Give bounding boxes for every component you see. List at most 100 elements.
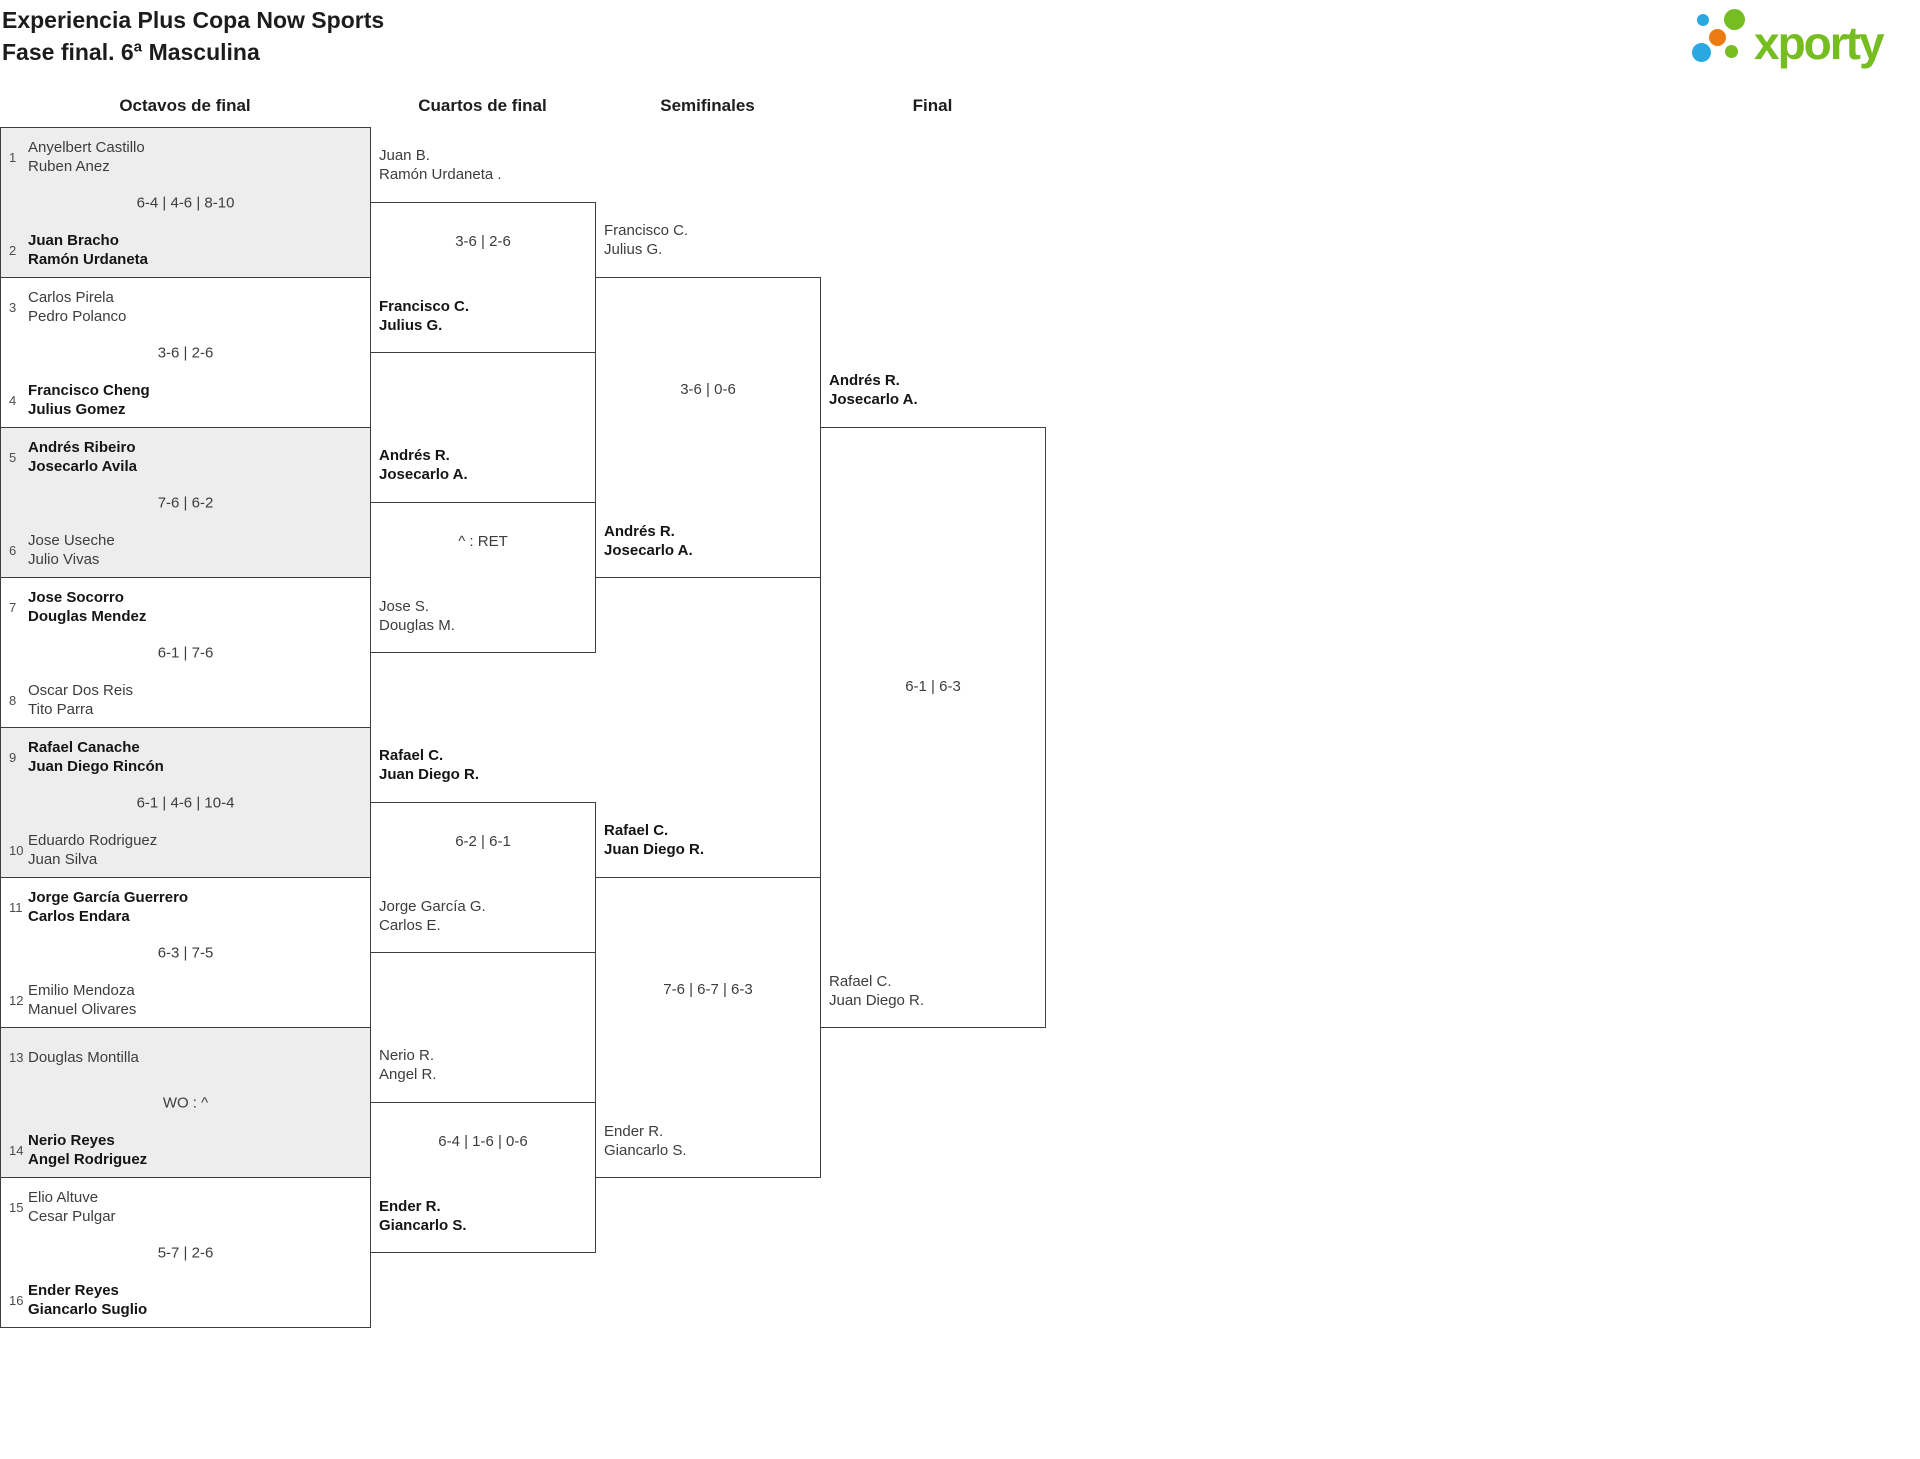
- team-name: Jose Socorro: [28, 589, 124, 606]
- team-names: Carlos Pirela Pedro Polanco: [28, 288, 126, 326]
- team-name: Jorge García Guerrero: [28, 889, 189, 906]
- match-score: ^ : RET: [458, 533, 508, 550]
- team-name: Manuel Olivares: [28, 1001, 137, 1018]
- seed-number: 11: [9, 899, 23, 915]
- seed-number: 13: [9, 1049, 24, 1065]
- team-name: Giancarlo S.: [379, 1217, 467, 1234]
- round-header-final: Final: [912, 96, 953, 115]
- team-name: Francisco C.: [604, 222, 689, 239]
- team-row: 2 Juan Bracho Ramón Urdaneta: [9, 229, 148, 271]
- team-row: 16 Ender Reyes Giancarlo Suglio: [9, 1279, 147, 1321]
- team-name: Andrés R.: [379, 447, 450, 464]
- team-row: 13 Douglas Montilla: [9, 1036, 139, 1078]
- team-row: 8 Oscar Dos Reis Tito Parra: [9, 679, 133, 721]
- team-row: 11 Jorge García Guerrero Carlos Endara: [9, 886, 188, 928]
- team-names: Juan Bracho Ramón Urdaneta: [28, 231, 148, 269]
- team-row: 5 Andrés Ribeiro Josecarlo Avila: [9, 436, 137, 478]
- logo-dot-green-large-icon: [1724, 9, 1745, 30]
- round-header-cuartos: Cuartos de final: [418, 96, 547, 115]
- team-names: Ender R. Giancarlo S.: [379, 1197, 467, 1235]
- logo-wordmark: xporty: [1754, 17, 1885, 69]
- team-row: 1 Anyelbert Castillo Ruben Anez: [9, 136, 145, 178]
- team-name: Francisco Cheng: [28, 382, 150, 399]
- team-names: Jose Socorro Douglas Mendez: [28, 588, 146, 626]
- xporty-logo[interactable]: xporty: [1690, 8, 1918, 72]
- team-name: Pedro Polanco: [28, 308, 127, 325]
- seed-number: 15: [9, 1199, 24, 1215]
- logo-dot-blue-large-icon: [1692, 43, 1711, 62]
- team-name: Ruben Anez: [28, 158, 110, 175]
- match-score: 6-1 | 7-6: [157, 644, 214, 661]
- match-octavos-4[interactable]: 7 Jose Socorro Douglas Mendez 6-1 | 7-6 …: [0, 577, 371, 728]
- match-octavos-6[interactable]: 11 Jorge García Guerrero Carlos Endara 6…: [0, 877, 371, 1028]
- match-cuartos-4[interactable]: Nerio R. Angel R. 6-4 | 1-6 | 0-6 Ender …: [370, 1047, 596, 1253]
- team-name: Tito Parra: [28, 701, 94, 718]
- team-name: Angel R.: [379, 1066, 437, 1083]
- team-name: Julius Gomez: [28, 401, 126, 418]
- team-name: Ender R.: [604, 1123, 664, 1140]
- seed-number: 6: [9, 542, 17, 558]
- page-title: Experiencia Plus Copa Now Sports Fase fi…: [2, 4, 384, 68]
- match-octavos-8[interactable]: 15 Elio Altuve Cesar Pulgar 5-7 | 2-6 16…: [0, 1177, 371, 1328]
- team-name: Angel Rodriguez: [28, 1151, 148, 1168]
- match-final[interactable]: Andrés R. Josecarlo A. 6-1 | 6-3 Rafael …: [820, 372, 1046, 1028]
- team-name: Josecarlo Avila: [28, 458, 137, 475]
- team-name: Ender R.: [379, 1198, 441, 1215]
- team-name: Juan Diego Rincón: [28, 758, 164, 775]
- team-name: Ender Reyes: [28, 1282, 119, 1299]
- logo-dot-green-small-icon: [1725, 45, 1738, 58]
- team-names: Douglas Montilla: [28, 1048, 139, 1067]
- match-score: 3-6 | 0-6: [680, 381, 736, 398]
- match-cuartos-3[interactable]: Rafael C. Juan Diego R. 6-2 | 6-1 Jorge …: [370, 747, 596, 953]
- team-name: Jorge García G.: [379, 898, 486, 915]
- match-semifinal-1[interactable]: Francisco C. Julius G. 3-6 | 0-6 Andrés …: [595, 222, 821, 578]
- team-row: 10 Eduardo Rodriguez Juan Silva: [9, 829, 157, 871]
- round-header-semifinales: Semifinales: [660, 96, 755, 115]
- team-names: Rafael C. Juan Diego R.: [604, 821, 704, 859]
- match-score: 6-1 | 6-3: [905, 678, 961, 695]
- match-cuartos-1[interactable]: Juan B. Ramón Urdaneta . 3-6 | 2-6 Franc…: [370, 147, 596, 353]
- match-score: 6-1 | 4-6 | 10-4: [136, 794, 235, 811]
- seed-number: 8: [9, 692, 17, 708]
- match-cuartos-2[interactable]: Andrés R. Josecarlo A. ^ : RET Jose S. D…: [370, 447, 596, 653]
- match-score: 6-4 | 1-6 | 0-6: [438, 1133, 528, 1150]
- team-names: Jose Useche Julio Vivas: [28, 531, 115, 569]
- team-name: Andrés R.: [604, 523, 675, 540]
- team-names: Andrés Ribeiro Josecarlo Avila: [28, 438, 137, 476]
- team-name: Juan Bracho: [28, 232, 119, 249]
- logo-dot-orange-icon: [1709, 29, 1726, 46]
- team-names: Eduardo Rodriguez Juan Silva: [28, 831, 157, 869]
- match-score: 7-6 | 6-2: [157, 494, 214, 511]
- match-octavos-2[interactable]: 3 Carlos Pirela Pedro Polanco 3-6 | 2-6 …: [0, 277, 371, 428]
- team-row: 14 Nerio Reyes Angel Rodriguez: [9, 1129, 147, 1171]
- logo-dot-blue-small-icon: [1697, 14, 1709, 26]
- team-name: Rafael C.: [379, 747, 444, 764]
- seed-number: 7: [9, 599, 17, 615]
- seed-number: 9: [9, 749, 17, 765]
- team-row: 12 Emilio Mendoza Manuel Olivares: [9, 979, 136, 1021]
- match-score: 5-7 | 2-6: [157, 1244, 214, 1261]
- team-row: 9 Rafael Canache Juan Diego Rincón: [9, 736, 164, 778]
- team-name: Rafael Canache: [28, 739, 140, 756]
- team-name: Cesar Pulgar: [28, 1208, 116, 1225]
- team-names: Francisco C. Julius G.: [604, 221, 688, 259]
- team-names: Nerio R. Angel R.: [379, 1046, 437, 1084]
- team-row: 6 Jose Useche Julio Vivas: [9, 529, 115, 571]
- match-octavos-1[interactable]: 1 Anyelbert Castillo Ruben Anez 6-4 | 4-…: [0, 127, 371, 278]
- team-names: Ender Reyes Giancarlo Suglio: [28, 1281, 147, 1319]
- seed-number: 14: [9, 1142, 24, 1158]
- team-names: Emilio Mendoza Manuel Olivares: [28, 981, 136, 1019]
- seed-number: 4: [9, 392, 17, 408]
- team-name: Juan Diego R.: [379, 766, 480, 783]
- team-name: Josecarlo A.: [379, 466, 468, 483]
- match-octavos-3[interactable]: 5 Andrés Ribeiro Josecarlo Avila 7-6 | 6…: [0, 427, 371, 578]
- team-names: Andrés R. Josecarlo A.: [604, 522, 693, 560]
- team-name: Andrés Ribeiro: [28, 439, 136, 456]
- match-octavos-7[interactable]: 13 Douglas Montilla WO : ^ 14 Nerio Reye…: [0, 1027, 371, 1178]
- team-names: Jose S. Douglas M.: [379, 597, 455, 635]
- team-name: Ramón Urdaneta .: [379, 166, 502, 183]
- match-octavos-5[interactable]: 9 Rafael Canache Juan Diego Rincón 6-1 |…: [0, 727, 371, 878]
- team-name: Rafael C.: [604, 822, 669, 839]
- match-semifinal-2[interactable]: Rafael C. Juan Diego R. 7-6 | 6-7 | 6-3 …: [595, 822, 821, 1178]
